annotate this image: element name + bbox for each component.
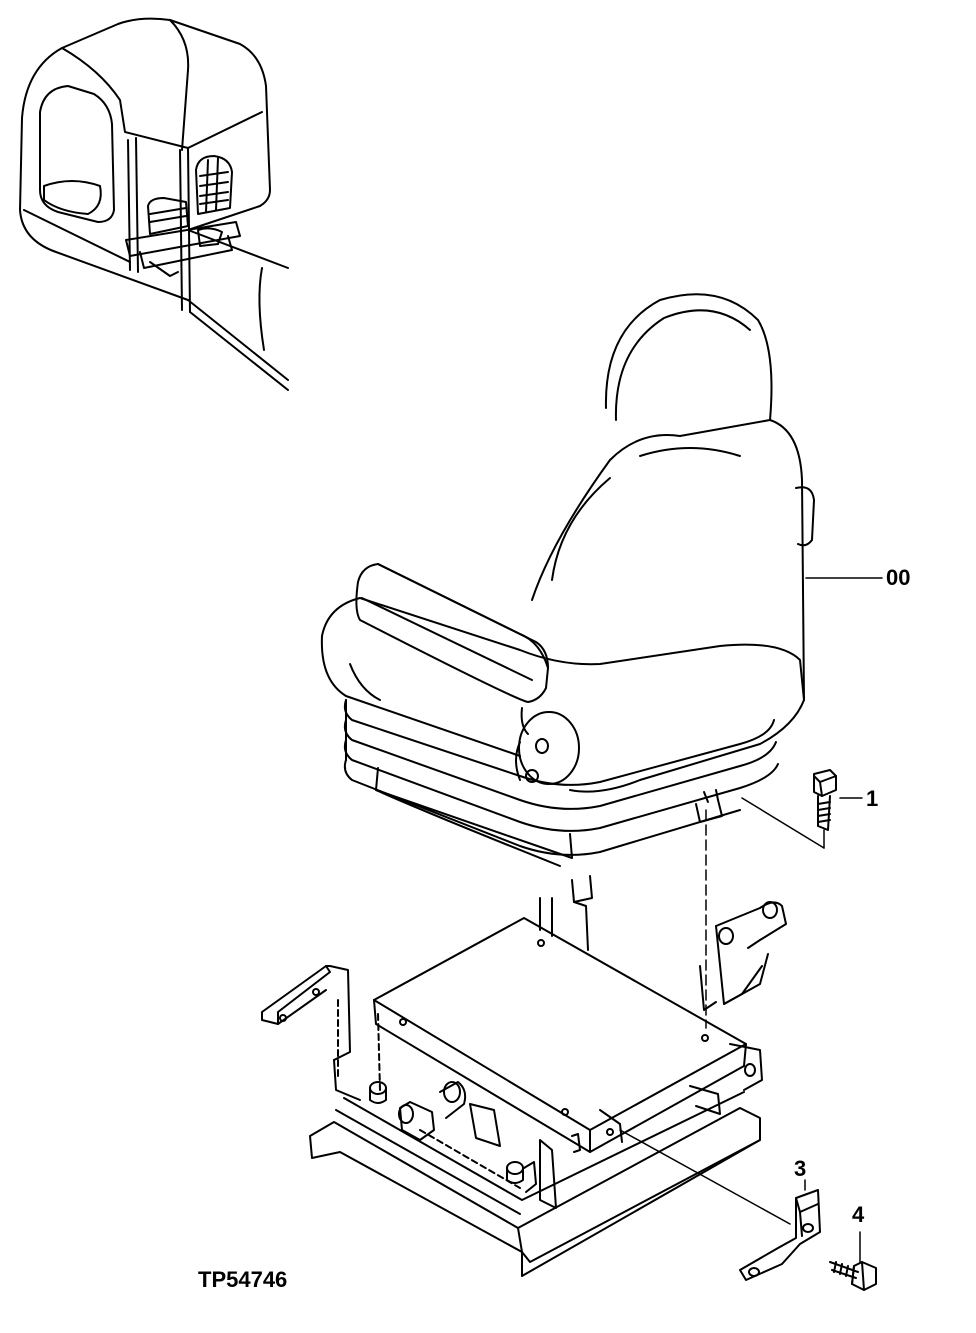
- callout-cap-screw: 1: [866, 786, 879, 811]
- callout-bracket: 3: [794, 1156, 807, 1181]
- seat-base: [261, 901, 787, 1277]
- figure-id: TP54746: [198, 1267, 288, 1292]
- callout-seat: 00: [886, 565, 911, 590]
- mounting-bracket: [739, 1189, 821, 1281]
- cab-locator-inset: [19, 17, 289, 391]
- cab-seat-thumbnail: [125, 155, 241, 277]
- seat-assembly: [320, 293, 815, 951]
- callout-bolt: 4: [852, 1202, 865, 1227]
- cap-screw: [813, 769, 837, 831]
- flange-bolt: [829, 1261, 877, 1291]
- leader-lines: [619, 577, 883, 1263]
